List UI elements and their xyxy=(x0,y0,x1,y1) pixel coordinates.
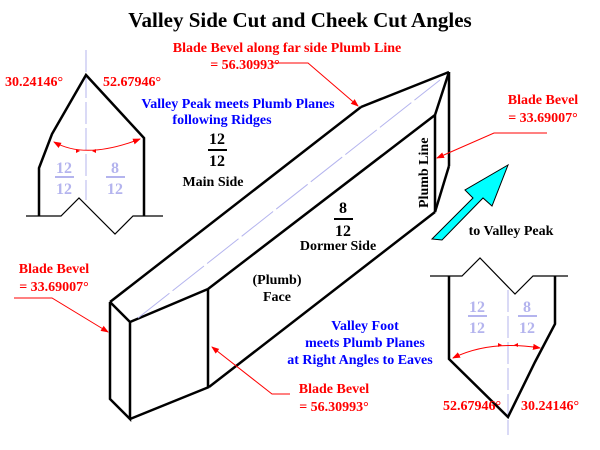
dormer-side-num: 8 xyxy=(339,200,347,217)
plumb-line-label: Plumb Line xyxy=(417,138,432,208)
beam-top-edge-lower xyxy=(207,114,436,290)
bottom-bevel-label-1: Blade Bevel xyxy=(299,382,369,397)
main-side-den: 12 xyxy=(209,153,225,170)
bottom-frac-right-num: 8 xyxy=(523,299,531,316)
beam-top-edge-upper xyxy=(109,106,362,303)
top-angle-right: 52.67946° xyxy=(103,75,161,90)
to-valley-peak-arrow-icon xyxy=(430,163,509,241)
right-bevel-label-2: = 33.69007° xyxy=(508,111,578,126)
main-side-num: 12 xyxy=(209,131,225,148)
bottom-frac-left-den: 12 xyxy=(469,320,485,337)
bottom-zigzag-top xyxy=(430,257,568,295)
right-bevel-leader xyxy=(436,132,547,159)
top-frac-left-den: 12 xyxy=(56,181,72,198)
bottom-detail: 52.67946° 30.24146° 12 12 8 12 xyxy=(430,257,579,435)
to-valley-peak-label: to Valley Peak xyxy=(469,224,554,239)
valley-peak-note-1: Valley Peak meets Plumb Planes xyxy=(141,97,335,112)
left-bevel-label-1: Blade Bevel xyxy=(19,262,89,277)
bottom-angle-right: 30.24146° xyxy=(521,399,579,414)
left-bevel-leader xyxy=(14,297,109,333)
top-angle-left: 30.24146° xyxy=(5,75,63,90)
left-bevel-label-2: = 33.69007° xyxy=(19,280,89,295)
valley-peak-note-2: following Ridges xyxy=(172,113,272,128)
top-profile-outline xyxy=(37,72,146,216)
top-angle-arc xyxy=(53,138,141,151)
right-bevel-label-1: Blade Bevel xyxy=(508,93,578,108)
bottom-bevel-leader xyxy=(211,346,290,395)
far-side-bevel-label-2: = 56.30993° xyxy=(210,58,280,73)
top-detail: 30.24146° 52.67946° 12 12 8 12 xyxy=(5,50,163,235)
beam-peak-edge xyxy=(360,70,450,109)
bottom-bevel-label-2: = 56.30993° xyxy=(299,400,369,415)
bottom-frac-right-den: 12 xyxy=(519,320,535,337)
bottom-frac-left-num: 12 xyxy=(469,299,485,316)
far-side-bevel-label-1: Blade Bevel along far side Plumb Line xyxy=(173,41,401,56)
valley-foot-note-3: at Right Angles to Eaves xyxy=(287,353,433,368)
far-side-leader xyxy=(272,62,359,107)
page-title: Valley Side Cut and Cheek Cut Angles xyxy=(128,8,471,32)
dormer-side-den: 12 xyxy=(335,223,351,240)
top-angle-ticks xyxy=(76,149,96,153)
top-frac-right-den: 12 xyxy=(107,181,123,198)
top-zigzag-base xyxy=(26,197,163,235)
valley-foot-note-1: Valley Foot xyxy=(331,319,399,334)
top-frac-right-num: 8 xyxy=(111,160,119,177)
bottom-angle-left: 52.67946° xyxy=(443,399,501,414)
top-frac-left-num: 12 xyxy=(56,160,72,177)
main-side-label: Main Side xyxy=(182,175,243,190)
valley-foot-note-2: meets Plumb Planes xyxy=(305,336,425,351)
valley-rafter-3d xyxy=(108,70,451,423)
plumb-face-label-2: Face xyxy=(263,290,291,305)
bottom-profile-outline xyxy=(447,276,557,420)
dormer-side-label: Dormer Side xyxy=(300,239,376,254)
bottom-angle-arc xyxy=(452,343,541,359)
plumb-face-label-1: (Plumb) xyxy=(253,273,302,288)
